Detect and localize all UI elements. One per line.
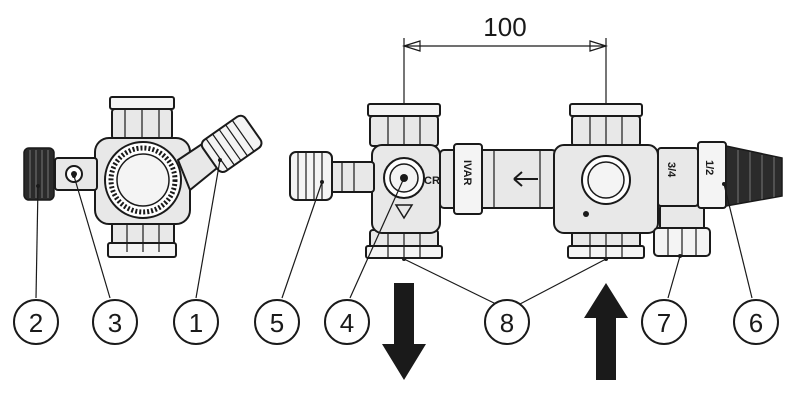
left-valve-cap: [23, 147, 55, 201]
callout-3: 3: [92, 299, 138, 345]
left-valve-top-nut: [109, 96, 175, 140]
dimension-line: 100: [401, 12, 609, 104]
flow-arrow-up: [584, 283, 628, 380]
callout-6: 6: [733, 299, 779, 345]
valve-body-b: [553, 103, 659, 259]
callout-2: 2: [13, 299, 59, 345]
left-valve-angled-head: [176, 114, 263, 192]
flow-arrow-down: [382, 283, 426, 380]
left-valve: [23, 96, 263, 258]
callout-7: 7: [641, 299, 687, 345]
connecting-pipe: IVAR: [439, 143, 557, 215]
callout-2-label: 2: [29, 308, 43, 338]
fitting-6: 3/4 1/2: [657, 141, 783, 209]
dimension-label: 100: [483, 12, 526, 42]
fitting-7: [653, 204, 711, 257]
size-marking-left: 3/4: [665, 162, 677, 178]
callout-1: 1: [173, 299, 219, 345]
side-knob-5: [289, 151, 375, 201]
triangle-marker: [394, 204, 414, 220]
callout-7-label: 7: [657, 308, 671, 338]
callout-5-label: 5: [270, 308, 284, 338]
callout-3-label: 3: [108, 308, 122, 338]
callout-6-label: 6: [749, 308, 763, 338]
callout-4-label: 4: [340, 308, 354, 338]
left-valve-dial: [104, 141, 182, 219]
leader-lines: [35, 158, 753, 305]
valve-body-a: CR: [365, 103, 443, 259]
size-marking-right: 1/2: [703, 160, 715, 175]
brand-marking: IVAR: [461, 160, 473, 186]
callout-5: 5: [254, 299, 300, 345]
callout-8-label: 8: [500, 308, 514, 338]
callout-8: 8: [484, 299, 530, 345]
flow-direction-arrow: [513, 171, 538, 187]
cr-marking: CR: [424, 175, 440, 187]
callout-4: 4: [324, 299, 370, 345]
callout-1-label: 1: [189, 308, 203, 338]
right-valve-assembly: CR IVAR: [289, 103, 783, 259]
left-valve-bottom-nut: [107, 221, 177, 258]
